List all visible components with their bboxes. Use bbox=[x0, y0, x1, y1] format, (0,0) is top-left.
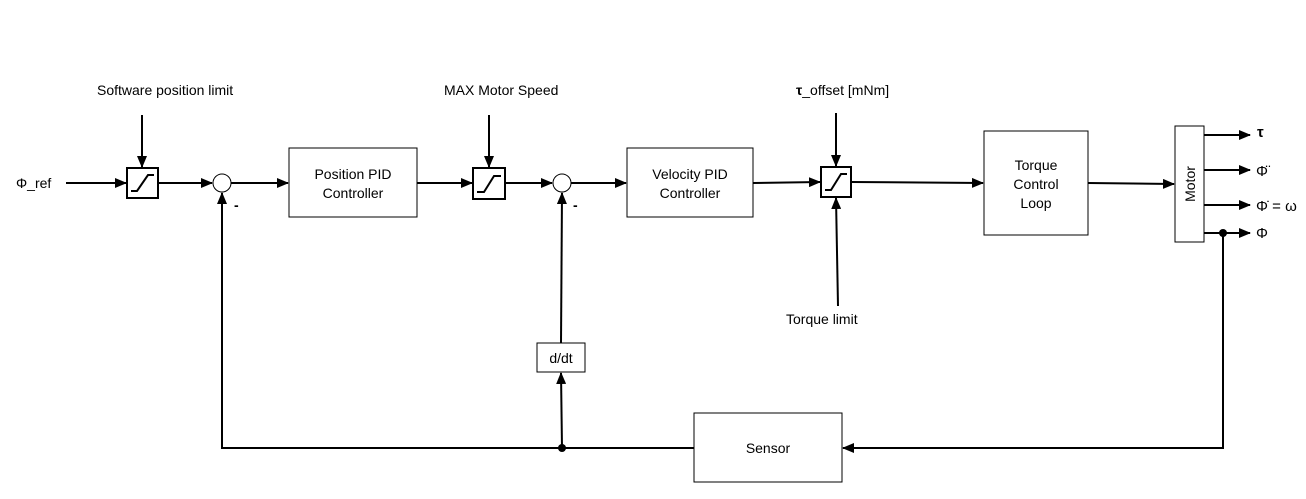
position-pid-block: Position PID Controller bbox=[288, 147, 418, 218]
position-pid-line2: Controller bbox=[323, 185, 384, 201]
sum2-minus-sign: - bbox=[573, 197, 578, 213]
summing-junction-2 bbox=[552, 173, 572, 193]
velocity-pid-block: Velocity PID Controller bbox=[626, 147, 754, 218]
saturation-icon bbox=[825, 173, 847, 191]
phi-ref-label: Φ_ref bbox=[16, 175, 51, 191]
torque-loop-line2: Control bbox=[1013, 176, 1058, 192]
torque-loop-to-motor-arrow bbox=[1087, 178, 1175, 189]
motor-block: Motor bbox=[1174, 125, 1205, 243]
feedback-to-sensor-arrow bbox=[842, 233, 1224, 453]
velocity-feedback-arrow bbox=[556, 192, 567, 344]
position-pid-line1: Position PID bbox=[314, 166, 391, 182]
torque-control-loop-block: Torque Control Loop bbox=[983, 130, 1089, 236]
motor-label: Motor bbox=[1182, 166, 1198, 202]
torque-limit-label: Torque limit bbox=[786, 311, 858, 327]
summing-junction-1 bbox=[212, 173, 232, 193]
derivative-block: d/dt bbox=[536, 342, 586, 373]
torque-loop-line1: Torque bbox=[1015, 157, 1058, 173]
sensor-block: Sensor bbox=[693, 412, 843, 483]
velocity-pid-line2: Controller bbox=[660, 185, 721, 201]
velocity-pid-line1: Velocity PID bbox=[652, 166, 727, 182]
torque-limit-arrow bbox=[831, 197, 842, 307]
sensor-label: Sensor bbox=[746, 440, 791, 456]
velocity-pid-to-sat3-arrow bbox=[752, 177, 821, 188]
sum1-minus-sign: - bbox=[234, 197, 239, 213]
speed-saturation-block bbox=[472, 167, 506, 200]
phi-output-label: Φ bbox=[1256, 225, 1268, 242]
saturation-icon bbox=[477, 175, 501, 193]
torque-saturation-block bbox=[820, 166, 852, 198]
sensor-to-derivative-arrow bbox=[556, 372, 567, 449]
saturation-icon bbox=[131, 174, 154, 192]
sat3-to-torque-loop-arrow bbox=[850, 177, 984, 188]
derivative-label: d/dt bbox=[549, 350, 572, 366]
phi-dot-output-label: Φ̇ = ω bbox=[1256, 198, 1297, 215]
phi-ddot-output-label: Φ̈ bbox=[1256, 163, 1271, 180]
software-position-limit-label: Software position limit bbox=[97, 82, 233, 98]
position-feedback-arrow bbox=[217, 192, 562, 449]
position-saturation-block bbox=[126, 167, 159, 199]
tau-output-label: τ bbox=[1257, 124, 1264, 141]
tau-offset-label: τ_offset [mNm] bbox=[796, 82, 889, 98]
max-motor-speed-label: MAX Motor Speed bbox=[444, 82, 558, 98]
torque-loop-line3: Loop bbox=[1020, 195, 1051, 211]
